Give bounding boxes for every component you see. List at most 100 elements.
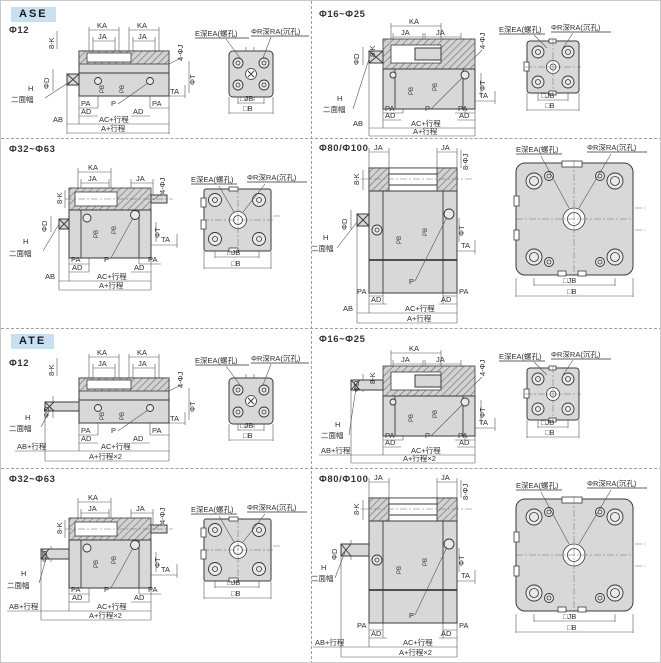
dim-label-ja: JA bbox=[441, 143, 450, 152]
dim-label-ja: JA bbox=[138, 359, 147, 368]
thread-hole-label: E深EA(螺孔) bbox=[195, 28, 238, 38]
dim-label-ac-stroke: AC+行程 bbox=[405, 303, 435, 313]
dim-label-a-stroke-x2: A+行程×2 bbox=[89, 610, 122, 620]
dim-label-jb: □JB bbox=[541, 91, 554, 100]
dim-label-jb: □JB bbox=[541, 418, 554, 427]
dim-label-ja: JA bbox=[401, 355, 410, 364]
dim-label-ta: TA bbox=[161, 565, 170, 574]
dim-label-ad: AD bbox=[72, 593, 83, 602]
dim-label-pb: PB bbox=[112, 226, 118, 234]
dim-label-4phij: 4-ΦJ bbox=[478, 32, 487, 49]
dim-label-ad: AD bbox=[133, 107, 144, 116]
cell-ase-d16-25: Φ16~Φ25 KA JA JA 8-K ΦD 4-ΦJ ΦT PB PB TA… bbox=[311, 1, 660, 138]
dim-label-phid: ΦD bbox=[340, 218, 349, 230]
dim-label-ab-stroke: AB+行程 bbox=[9, 601, 39, 611]
dim-label-ja: JA bbox=[98, 359, 107, 368]
dim-label-pa: PA bbox=[459, 287, 468, 296]
bore-label: Φ16~Φ25 bbox=[319, 9, 366, 20]
bore-label: Φ80/Φ100 bbox=[319, 143, 369, 154]
dim-label-p: P bbox=[409, 611, 414, 620]
dim-label-ja: JA bbox=[136, 174, 145, 183]
dim-label-a-stroke: A+行程 bbox=[99, 280, 124, 290]
dim-label-p: P bbox=[425, 431, 430, 440]
dim-label-pb: PB bbox=[409, 414, 415, 422]
dim-label-ja: JA bbox=[374, 143, 383, 152]
dim-label-b: □B bbox=[545, 428, 555, 437]
thread-hole-label: E深EA(螺孔) bbox=[516, 480, 559, 490]
dim-label-ad: AD bbox=[371, 629, 382, 638]
dim-label-ka: KA bbox=[88, 493, 98, 502]
dim-label-ka: KA bbox=[97, 348, 107, 357]
dim-label-ac-stroke: AC+行程 bbox=[403, 637, 433, 647]
dim-label-phid: ΦD bbox=[330, 548, 339, 560]
dim-label-ta: TA bbox=[479, 418, 488, 427]
dim-label-ad: AD bbox=[459, 111, 470, 120]
end-view: E深EA(螺孔) ΦR深RA(沉孔) □JB □B bbox=[513, 479, 647, 633]
series-badge-ate: ATE bbox=[11, 334, 55, 349]
end-view: E深EA(螺孔) ΦR深RA(沉孔) □JB □B bbox=[191, 503, 307, 599]
thread-hole-label: E深EA(螺孔) bbox=[195, 355, 238, 365]
dim-label-8k: 8-K bbox=[368, 45, 377, 57]
dim-label-pa: PA bbox=[458, 104, 467, 113]
dim-label-flats: 二面幅 bbox=[9, 248, 32, 258]
dim-label-a-stroke: A+行程 bbox=[101, 123, 126, 133]
dim-label-ad: AD bbox=[81, 434, 92, 443]
dim-label-ta: TA bbox=[461, 241, 470, 250]
section-divider-horizontal-1 bbox=[1, 138, 660, 139]
cell-ate-d16-25: Φ16~Φ25 KA JA JA 8-K ΦD 4-ΦJ ΦT PB PB TA… bbox=[311, 328, 660, 468]
dim-label-pb: PB bbox=[409, 87, 415, 95]
dim-label-pa: PA bbox=[385, 431, 394, 440]
cylinder-drawing: JA JA 8-ΦJ 8-K ΦD ΦT PB PB TA H 二面幅 PA P… bbox=[311, 143, 647, 324]
cell-ase-d12: ASE Φ12 KA KA JA JA 8-K ΦD 4-ΦJ ΦT PB PB… bbox=[1, 1, 311, 138]
dim-label-ac-stroke: AC+行程 bbox=[97, 271, 127, 281]
dim-label-ad: AD bbox=[81, 107, 92, 116]
dim-label-ja: JA bbox=[88, 174, 97, 183]
side-view: KA JA JA 8-K ΦD 4-ΦJ ΦT PB PB TA H 二面幅 P… bbox=[7, 493, 178, 621]
dim-label-flats: 二面幅 bbox=[311, 243, 334, 253]
dim-label-phid: ΦD bbox=[352, 53, 361, 65]
dim-label-phit: ΦT bbox=[153, 557, 162, 568]
dim-label-ab: AB bbox=[45, 272, 55, 281]
dim-label-h: H bbox=[23, 237, 28, 246]
side-view: KA JA JA 8-K ΦD 4-ΦJ ΦT PB PB TA H 二面幅 P… bbox=[319, 344, 496, 464]
dim-label-ta: TA bbox=[479, 91, 488, 100]
dim-label-ad: AD bbox=[133, 434, 144, 443]
dim-label-pa: PA bbox=[152, 99, 161, 108]
dim-label-jb: □JB bbox=[227, 578, 240, 587]
dim-label-pb: PB bbox=[112, 556, 118, 564]
dim-label-p: P bbox=[111, 426, 116, 435]
dim-label-ta: TA bbox=[461, 571, 470, 580]
dim-label-pa: PA bbox=[385, 104, 394, 113]
dim-label-phit: ΦT bbox=[478, 80, 487, 91]
cylinder-drawing: KA KA JA JA 8-K ΦD 4-ΦJ ΦT PB PB TA H 二面… bbox=[11, 21, 309, 134]
dim-label-4phij: 4-ΦJ bbox=[176, 371, 185, 388]
dim-label-ad: AD bbox=[459, 438, 470, 447]
dim-label-b: □B bbox=[243, 104, 253, 113]
dim-label-h: H bbox=[337, 94, 342, 103]
dim-label-a-stroke-x2: A+行程×2 bbox=[89, 451, 122, 461]
cylinder-drawing: KA JA JA 8-K ΦD 4-ΦJ ΦT PB PB TA H 二面幅 P… bbox=[323, 17, 611, 137]
dim-label-ka: KA bbox=[409, 17, 419, 26]
dim-label-phid: ΦD bbox=[42, 406, 51, 418]
dim-label-ja: JA bbox=[136, 504, 145, 513]
dim-label-pa: PA bbox=[357, 621, 366, 630]
section-divider-vertical bbox=[311, 1, 312, 662]
dim-label-jb: □JB bbox=[563, 276, 576, 285]
dim-label-pb: PB bbox=[120, 412, 126, 420]
dim-label-pa: PA bbox=[148, 255, 157, 264]
cylinder-drawing: JA JA 8-ΦJ 8-K ΦD ΦT PB PB TA H 二面幅 PA P… bbox=[311, 473, 647, 658]
dim-label-jb: □JB bbox=[240, 421, 253, 430]
dim-label-ac-stroke: AC+行程 bbox=[411, 445, 441, 455]
dim-label-ab-stroke: AB+行程 bbox=[17, 441, 47, 451]
dim-label-phid: ΦD bbox=[40, 550, 49, 562]
dim-label-phit: ΦT bbox=[188, 74, 197, 85]
dim-label-ka: KA bbox=[137, 348, 147, 357]
dim-label-phit: ΦT bbox=[153, 227, 162, 238]
dim-label-ad: AD bbox=[441, 295, 452, 304]
dim-label-pb: PB bbox=[397, 566, 403, 574]
dim-label-jb: □JB bbox=[563, 612, 576, 621]
counterbore-label: ΦR深RA(沉孔) bbox=[247, 503, 297, 512]
dim-label-ab-stroke: AB+行程 bbox=[315, 637, 345, 647]
dim-label-ad: AD bbox=[371, 295, 382, 304]
dim-label-pb: PB bbox=[423, 228, 429, 236]
